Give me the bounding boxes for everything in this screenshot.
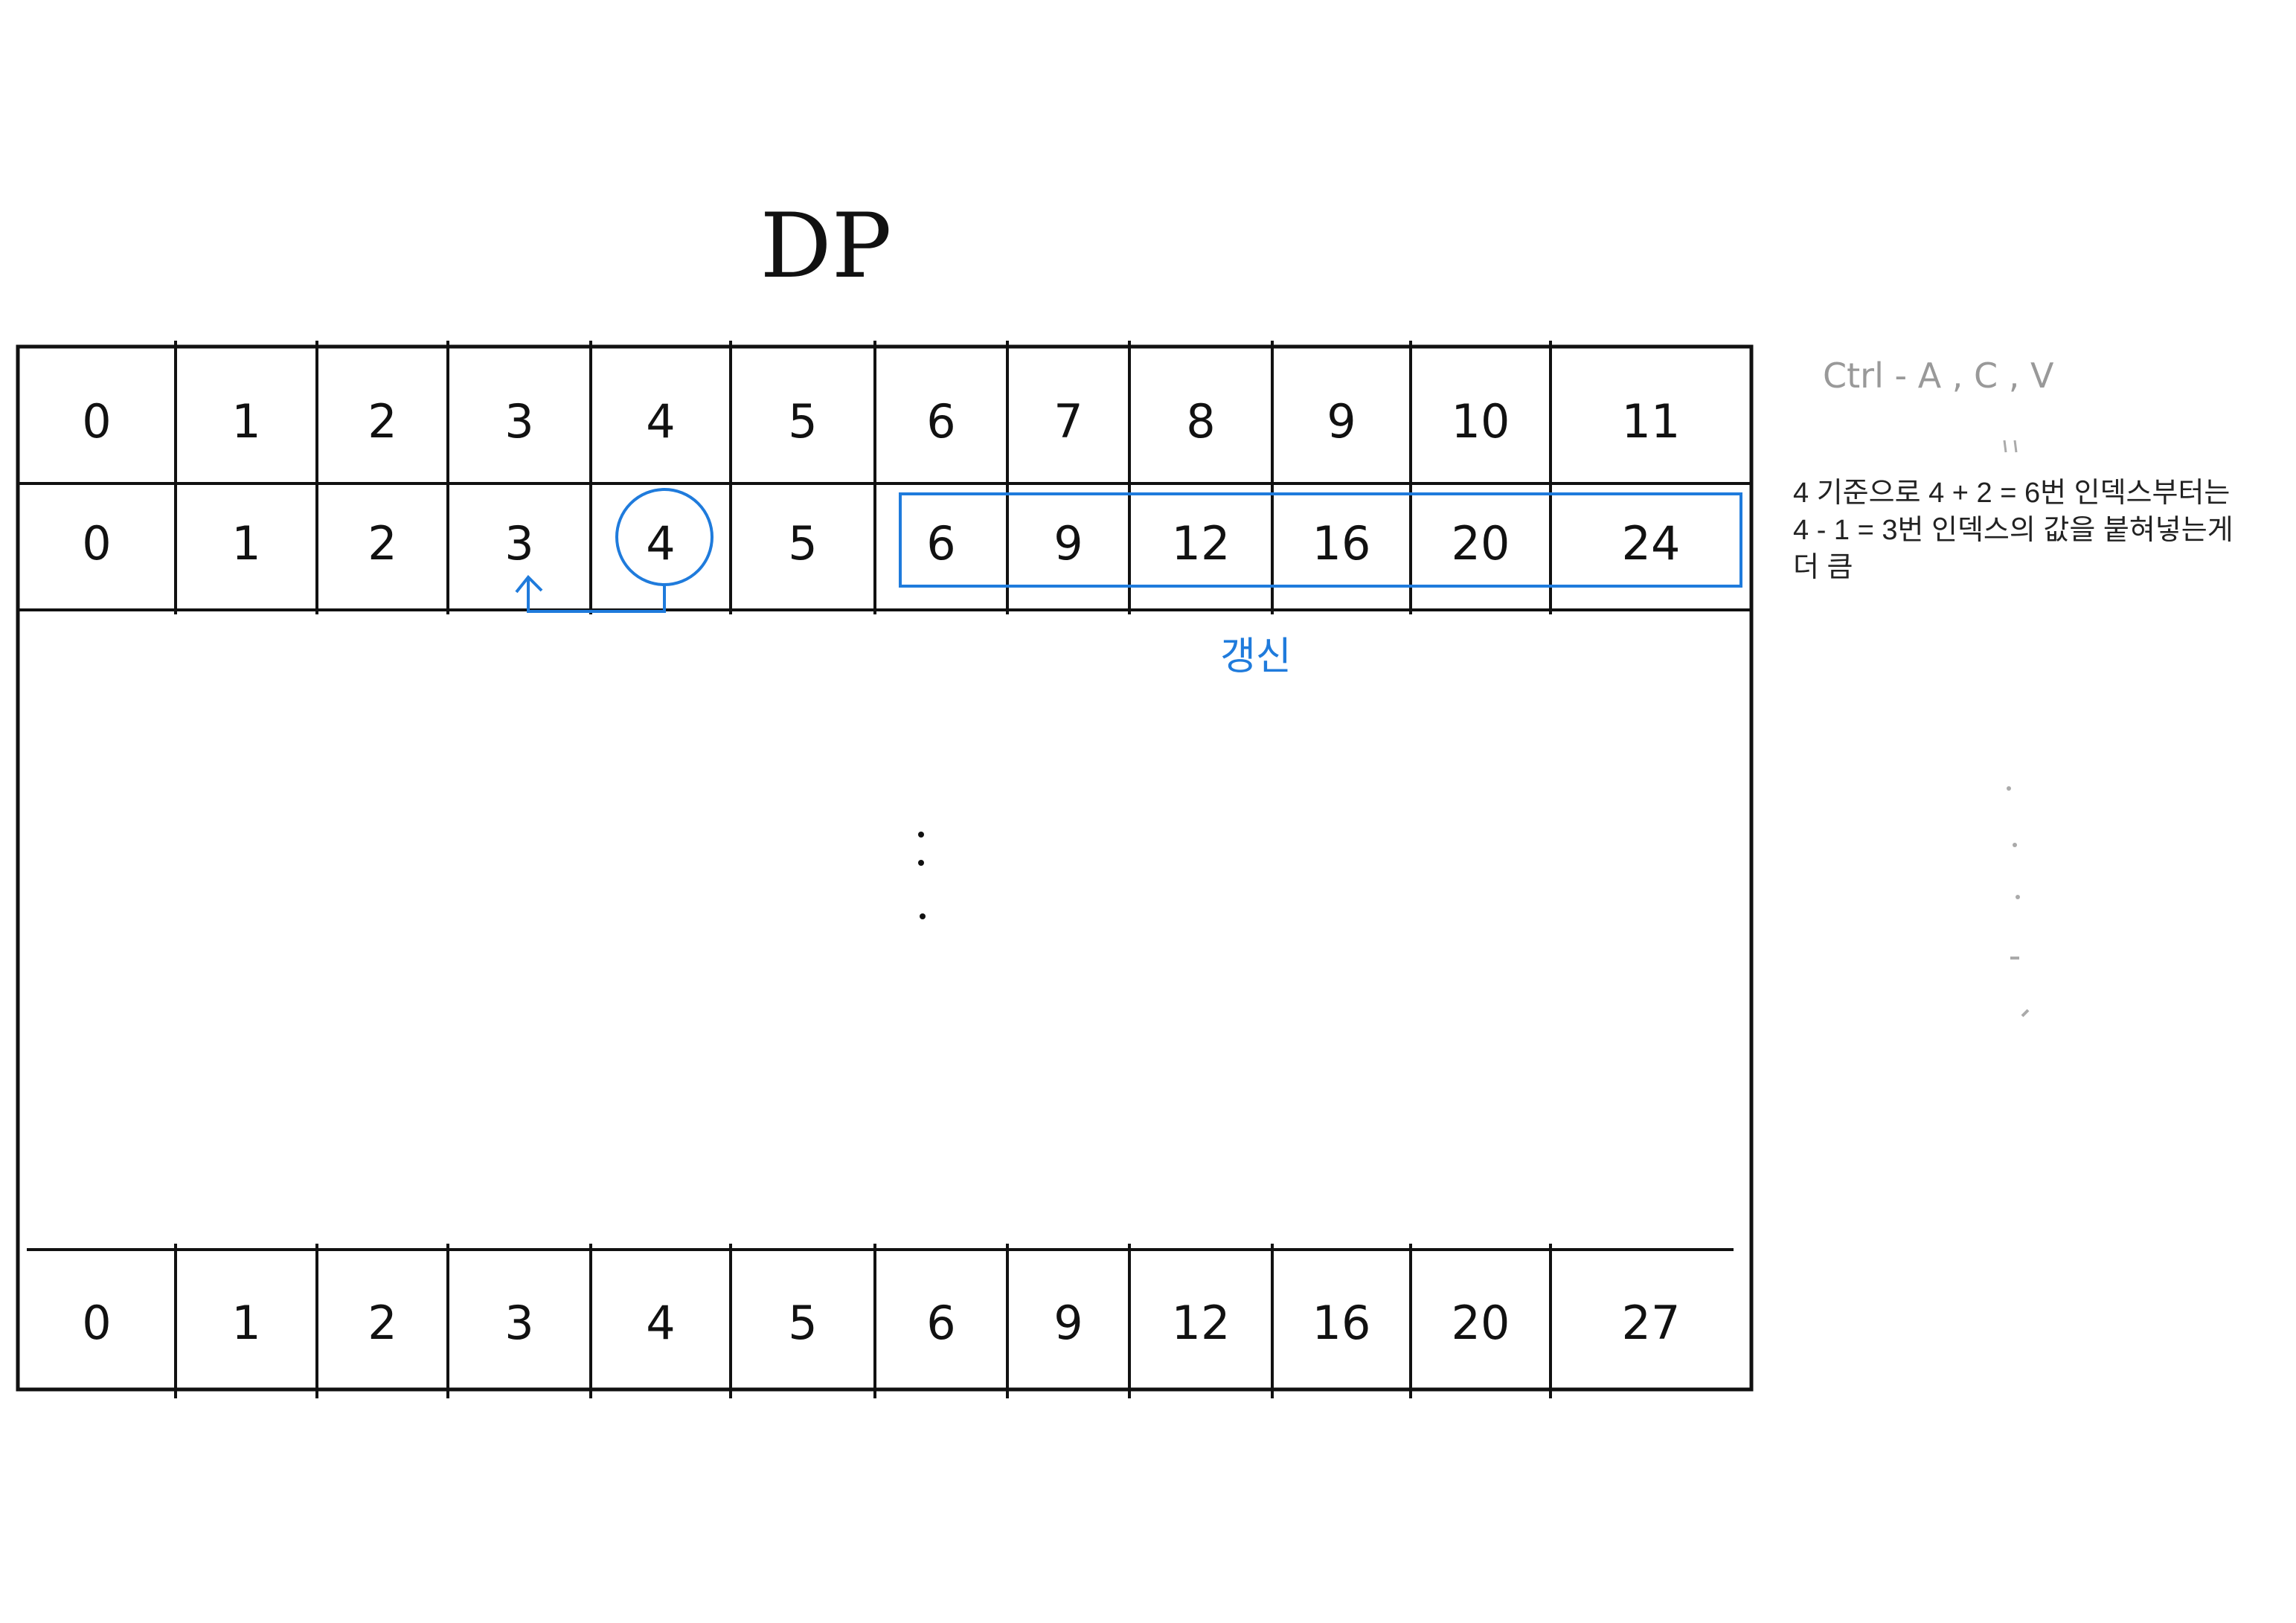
dp-after-cell: 0 [82,1296,111,1350]
dp-before-cell: 0 [82,516,111,571]
index-cell: 5 [788,394,817,449]
index-cell: 1 [231,394,260,449]
dp-before-cell: 5 [788,516,817,571]
dp-before-cell: 20 [1452,516,1510,571]
dp-after-cell: 5 [788,1296,817,1350]
table-frame [16,344,1754,1392]
index-cell: 0 [82,394,111,449]
dp-before-cell: 6 [926,516,955,571]
diagram-title: DP [760,195,892,298]
pencil-dot [2007,786,2011,791]
index-cell: 9 [1327,394,1356,449]
ellipsis-dot [920,913,926,919]
update-label: 갱신 [1220,634,1292,679]
dp-after-cell: 16 [1312,1296,1371,1350]
column-dividers-top [174,341,1552,614]
dp-after-cell: 6 [926,1296,955,1350]
ellipsis-dot [918,860,924,866]
dp-after-cell: 1 [231,1296,260,1350]
dp-before-cell: 12 [1172,516,1231,571]
update-highlight-box [899,492,1742,588]
pencil-dot [2016,895,2020,899]
dp-before-cell: 2 [368,516,397,571]
copy-arrow [527,579,666,613]
explanation-line-3: 더 큼 [1793,552,1853,583]
shortcut-note: Ctrl - A , C , V [1823,356,2054,396]
explanation-line-2: 4 - 1 = 3번 인덱스의 값을 붙혀넣는게 [1793,515,2234,546]
pencil-ditto [2013,440,2018,453]
dp-before-cell: 3 [504,516,533,571]
dp-before-cell: 4 [646,516,675,571]
dp-before-cell: 9 [1054,516,1083,571]
index-cell: 7 [1054,394,1083,449]
dp-after-cell: 9 [1054,1296,1083,1350]
column-dividers-bottom [174,1244,1552,1398]
index-cell: 6 [926,394,955,449]
index-cell: 3 [504,394,533,449]
dp-before-cell: 16 [1312,516,1371,571]
dp-after-cell: 2 [368,1296,397,1350]
copy-arrow-head-icon [515,575,543,594]
dp-after-cell: 27 [1622,1296,1681,1350]
dp-before-cell: 24 [1622,516,1681,571]
pencil-ditto [2003,440,2007,453]
dp-before-cell: 1 [231,516,260,571]
explanation-line-1: 4 기준으로 4 + 2 = 6번 인덱스부터는 [1793,478,2231,509]
dp-after-cell: 12 [1172,1296,1231,1350]
dp-after-cell: 20 [1452,1296,1510,1350]
index-cell: 10 [1452,394,1510,449]
pencil-dot [2013,843,2017,847]
ellipsis-dot [918,832,924,838]
index-cell: 8 [1186,394,1215,449]
index-cell: 2 [368,394,397,449]
dp-after-cell: 4 [646,1296,675,1350]
pencil-dash [2021,1009,2030,1018]
dp-after-cell: 3 [504,1296,533,1350]
index-cell: 4 [646,394,675,449]
index-cell: 11 [1622,394,1681,449]
index-row: 0 1 2 3 4 5 6 7 8 9 10 11 [82,394,1680,449]
